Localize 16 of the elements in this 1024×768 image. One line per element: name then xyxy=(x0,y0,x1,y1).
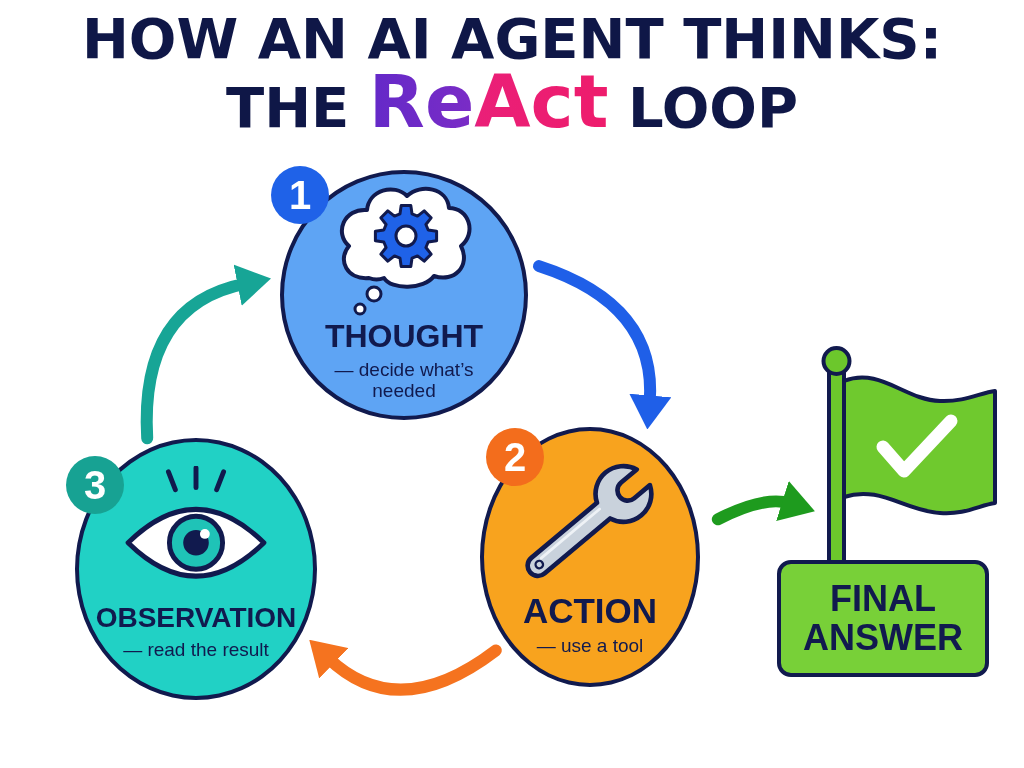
stage-heading: ACTION xyxy=(522,593,658,628)
stage-heading: THOUGHT xyxy=(324,320,484,352)
stage-description: — read the result xyxy=(123,639,269,660)
checkmark-flag-icon xyxy=(820,345,998,560)
curved-arrow xyxy=(308,640,502,696)
curved-arrow xyxy=(711,481,816,526)
stage-heading: OBSERVATION xyxy=(95,604,297,632)
step-number-badge: 3 xyxy=(66,456,124,514)
final-answer-sign xyxy=(777,560,989,677)
curved-arrow xyxy=(140,265,271,445)
title: HOW AN AI AGENT THINKS: THE ReAct LOOP xyxy=(80,6,944,141)
sign-text: FINAL ANSWER xyxy=(802,579,964,658)
stage-description: — use a tool xyxy=(536,635,644,656)
step-number-badge: 1 xyxy=(271,166,329,224)
stage-description: — decide what’s needed xyxy=(333,359,475,401)
curved-arrow xyxy=(533,260,671,430)
